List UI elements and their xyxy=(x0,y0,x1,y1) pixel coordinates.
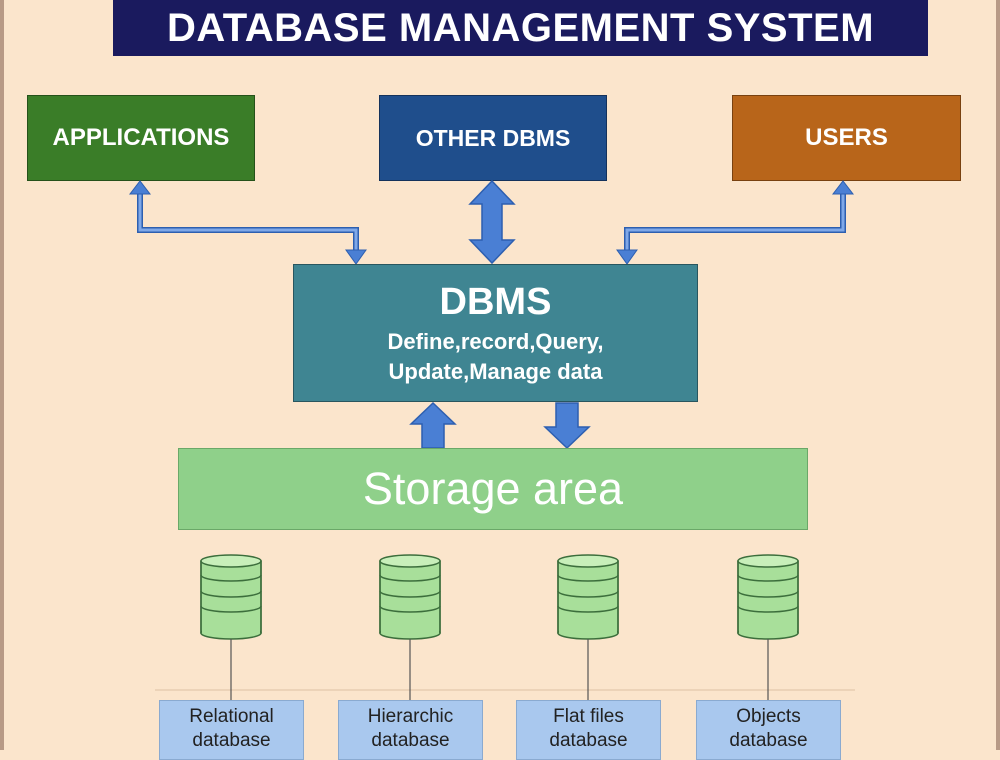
dbms-title: DBMS xyxy=(439,281,552,323)
applications-arrowhead-down xyxy=(345,249,367,265)
objects-database-label: Objects database xyxy=(696,700,841,760)
dbms-box: DBMS Define,record,Query, Update,Manage … xyxy=(293,264,698,402)
database-cylinder-2 xyxy=(379,554,441,700)
users-connector xyxy=(624,192,846,252)
applications-arrowhead-up xyxy=(128,180,152,195)
storage-area-box: Storage area xyxy=(178,448,808,530)
other-dbms-label: OTHER DBMS xyxy=(415,124,571,151)
flat-files-database-label: Flat files database xyxy=(516,700,661,760)
database-cylinder-1 xyxy=(200,554,262,700)
users-label: USERS xyxy=(805,124,888,151)
other-dbms-double-arrow xyxy=(468,179,516,265)
hierarchic-database-label: Hierarchic database xyxy=(338,700,483,760)
dbms-description-line2: Update,Manage data xyxy=(388,359,603,384)
db-label-line2: database xyxy=(192,730,271,751)
frame-left xyxy=(0,0,4,750)
users-arrowhead-down xyxy=(616,249,638,265)
db-label-line1: Relational xyxy=(189,706,274,727)
database-cylinder-4 xyxy=(737,554,799,700)
db-label-line1: Flat files xyxy=(553,706,624,727)
users-box: USERS xyxy=(732,95,961,181)
db-label-line1: Objects xyxy=(736,706,801,727)
storage-to-dbms-arrow xyxy=(409,401,457,449)
diagram-title: DATABASE MANAGEMENT SYSTEM xyxy=(113,0,928,56)
db-label-line2: database xyxy=(371,730,450,751)
users-arrowhead-up xyxy=(831,180,855,195)
dbms-description: Define,record,Query, Update,Manage data xyxy=(388,327,604,387)
db-label-line1: Hierarchic xyxy=(367,706,454,727)
applications-box: APPLICATIONS xyxy=(27,95,255,181)
db-label-line2: database xyxy=(729,730,808,751)
dbms-to-storage-arrow xyxy=(543,402,591,450)
dbms-description-line1: Define,record,Query, xyxy=(387,329,604,354)
frame-right xyxy=(996,0,1000,750)
db-label-line2: database xyxy=(549,730,628,751)
storage-area-label: Storage area xyxy=(362,463,624,514)
other-dbms-box: OTHER DBMS xyxy=(379,95,607,181)
applications-label: APPLICATIONS xyxy=(52,124,230,151)
database-cylinder-3 xyxy=(557,554,619,700)
relational-database-label: Relational database xyxy=(159,700,304,760)
applications-connector xyxy=(137,192,359,252)
